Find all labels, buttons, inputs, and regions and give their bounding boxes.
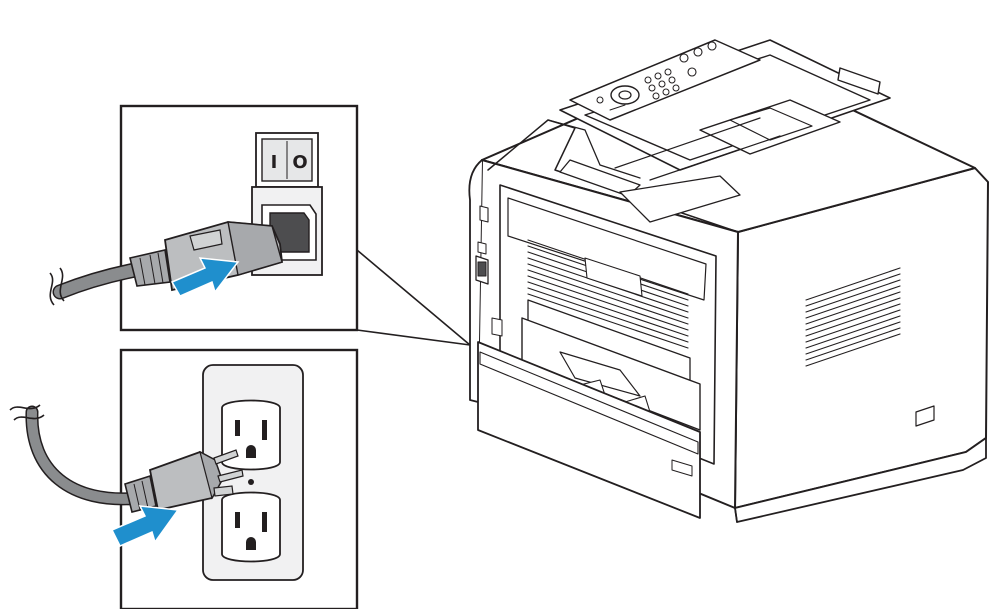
right-arrow-icon <box>170 257 240 297</box>
right-arrow-icon <box>110 505 180 547</box>
inset-wall-outlet <box>9 348 359 609</box>
callout-connector <box>356 249 471 346</box>
cord-break-marks <box>49 267 65 306</box>
switch-off-label: O <box>292 152 307 173</box>
cord-break-marks-lower <box>9 404 45 421</box>
rocker-switch-icon: I O <box>255 132 319 188</box>
switch-on-label: I <box>271 152 278 173</box>
inset-printer-socket: I O <box>49 104 359 332</box>
side-vent <box>805 267 901 367</box>
control-panel <box>569 39 761 121</box>
outlet-receptacle-lower <box>221 491 281 563</box>
wall-plug-cord <box>25 405 244 513</box>
printer-illustration <box>468 39 989 523</box>
